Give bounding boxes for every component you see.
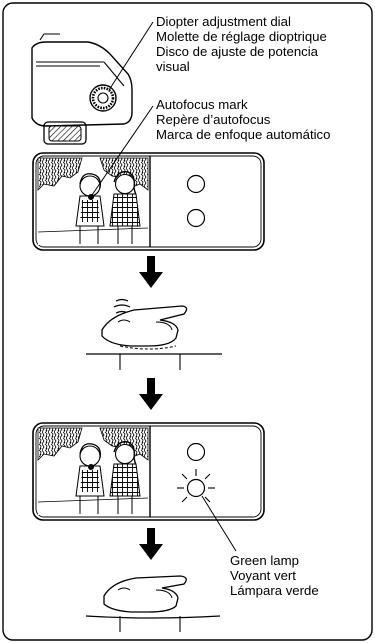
viewfinder-panel-2 — [32, 422, 265, 552]
viewfinder-panel-1 — [32, 105, 265, 251]
down-arrow-icon — [139, 528, 163, 560]
label-en: Green lamp — [230, 553, 299, 568]
label-en: Autofocus mark — [156, 97, 248, 112]
label-es-continued: visual — [156, 59, 190, 74]
label-en: Diopter adjustment dial — [156, 14, 291, 29]
camera-illustration — [31, 21, 154, 145]
viewfinder-scene-1 — [37, 157, 149, 245]
label-es: Disco de ajuste de potencia — [156, 44, 319, 59]
finger-full-press-illustration — [85, 575, 221, 632]
down-arrow-icon — [139, 378, 163, 410]
green-lamp-label: Green lamp Voyant vert Lámpara verde — [230, 553, 319, 598]
down-arrow-icon — [139, 256, 163, 288]
diopter-leader-line — [108, 21, 154, 91]
autofocus-leader-line — [91, 105, 154, 196]
label-fr: Repère d’autofocus — [156, 112, 271, 127]
autofocus-mark-label: Autofocus mark Repère d’autofocus Marca … — [156, 97, 330, 142]
label-fr: Voyant vert — [230, 568, 296, 583]
lamp-leader-line — [201, 495, 237, 552]
diopter-dial-label: Diopter adjustment dial Molette de régla… — [156, 14, 327, 74]
label-es: Marca de enfoque automático — [156, 127, 331, 142]
autofocus-indicator-upper — [186, 174, 206, 194]
lit-lamp-icon — [177, 469, 215, 503]
autofocus-indicator-upper — [186, 442, 206, 462]
label-fr: Molette de réglage dioptrique — [156, 29, 327, 44]
lamp-indicator-lower — [186, 208, 206, 228]
viewfinder-scene-2 — [37, 427, 149, 515]
finger-half-press-illustration — [86, 298, 222, 370]
label-es: Lámpara verde — [230, 583, 319, 598]
